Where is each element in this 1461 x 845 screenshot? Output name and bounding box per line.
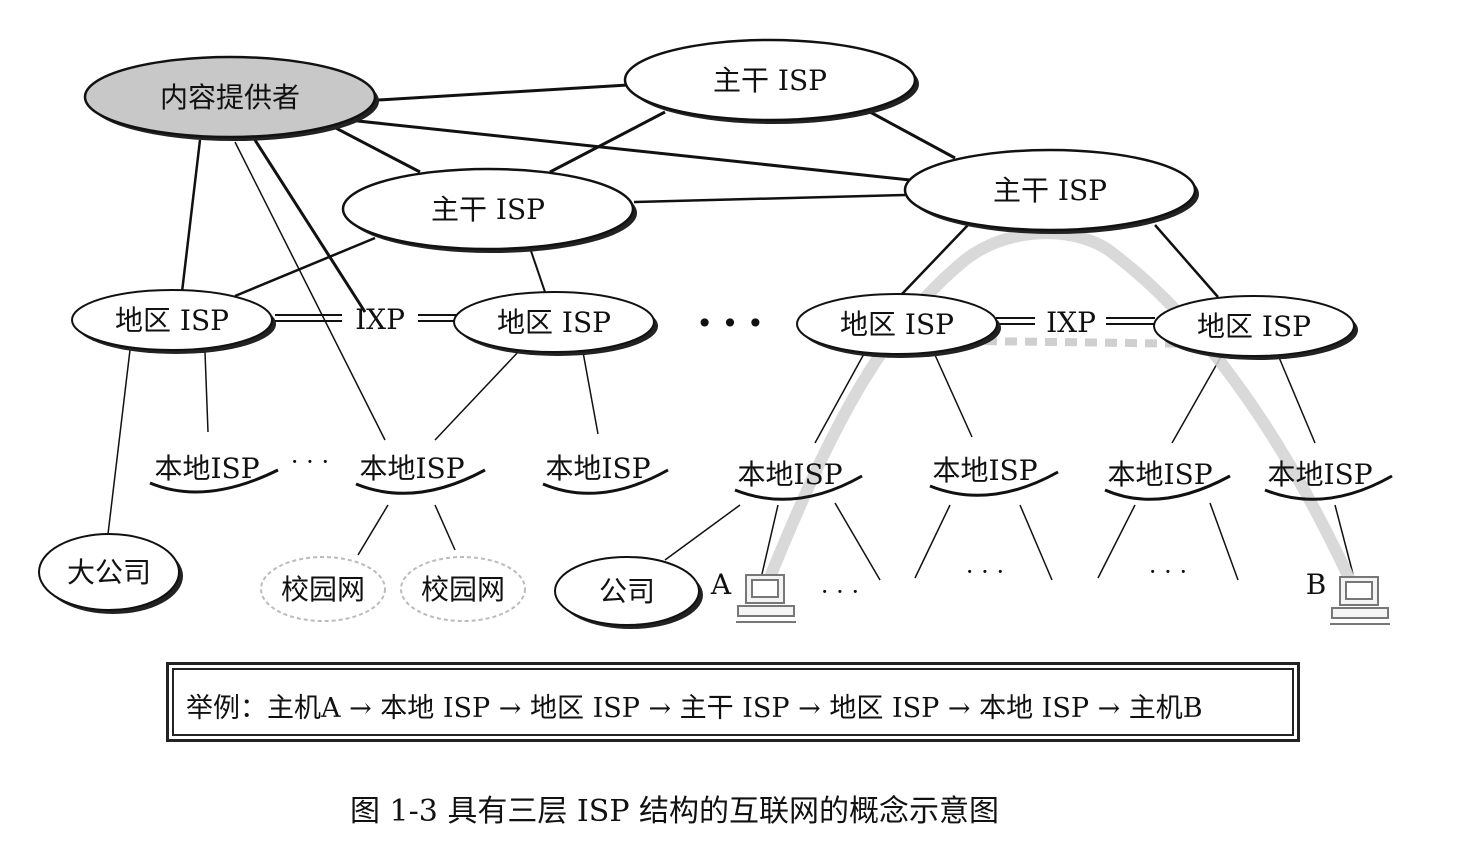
content-provider-node — [83, 55, 377, 139]
link-backbone2-regional2 — [529, 247, 546, 293]
content-provider-label: 内容提供者 — [160, 81, 300, 114]
link-cp-local2 — [234, 141, 386, 441]
backbone-isp-label-2: 主干 ISP — [431, 193, 545, 226]
regional-isp-label-4: 地区 ISP — [1197, 310, 1311, 343]
regional-ellipsis: • • • — [696, 307, 763, 340]
link-regional1-local1 — [204, 351, 209, 433]
backbone-isp-label-1: 主干 ISP — [713, 64, 827, 97]
link-cp-backbone2 — [329, 123, 421, 174]
link-regional4-local6 — [1171, 354, 1223, 444]
host-ellipsis: · · · — [821, 578, 859, 606]
company-node — [554, 556, 700, 626]
link-regional2-local2 — [434, 349, 521, 441]
host-a-label: A — [710, 568, 732, 601]
link-cp-backbone1 — [377, 83, 629, 102]
local-isp-arc-4 — [734, 474, 863, 501]
company-label: 公司 — [599, 575, 655, 608]
local-isp-label-3: 本地ISP — [545, 452, 650, 485]
local-isp-label-6: 本地ISP — [1107, 458, 1212, 491]
campus-net-node-2 — [400, 556, 526, 622]
link-backbone2-regional1 — [234, 236, 376, 298]
regional-isp-node-1 — [71, 289, 273, 351]
link-regional4-local7 — [1277, 354, 1316, 444]
regional-isp-node-2 — [453, 291, 655, 353]
computer-icon-host-b — [1330, 576, 1390, 625]
local-isp-arc-7 — [1264, 474, 1393, 501]
link-cp-ixp1 — [253, 139, 367, 313]
example-route-text: 举例：主机A → 本地 ISP → 地区 ISP → 主干 ISP → 地区 I… — [186, 693, 1203, 724]
local-isp-arc-1 — [149, 468, 279, 494]
link-regional1-bigcompany — [107, 349, 131, 535]
link-backbone3-regional4 — [1154, 224, 1219, 298]
link-backbone3-regional3 — [901, 224, 969, 295]
ixp-label-2: IXP — [1046, 306, 1096, 339]
leaf-ellipsis-1: · · · — [966, 558, 1004, 586]
local-isp-arc-2 — [355, 468, 486, 495]
link-backbone1-backbone3 — [869, 110, 956, 160]
link-regional2-local3 — [582, 351, 599, 435]
computer-icon-host-a — [736, 574, 796, 623]
big-company-node — [38, 533, 180, 611]
campus-net-node-1 — [260, 556, 386, 622]
local-isp-label-1: 本地ISP — [154, 452, 259, 485]
regional-isp-node-3 — [796, 293, 998, 355]
backbone-isp-node-2 — [341, 167, 635, 251]
campus-net-label-2: 校园网 — [421, 573, 505, 606]
figure-caption: 图 1-3 具有三层 ISP 结构的互联网的概念示意图 — [350, 794, 1000, 829]
local-isp-arc-5 — [929, 470, 1059, 497]
regional-isp-label-1: 地区 ISP — [115, 304, 229, 337]
leaf-ellipsis-2: · · · — [1149, 558, 1187, 586]
backbone-isp-node-3 — [903, 148, 1197, 232]
backbone-isp-node-1 — [623, 38, 917, 122]
link-regional3-local4 — [814, 351, 866, 444]
link-backbone2-backbone3 — [633, 193, 906, 204]
link-regional3-local5 — [934, 354, 973, 438]
path-highlight — [762, 227, 1356, 588]
local-ellipsis: · · · — [291, 448, 329, 476]
local-isp-label-7: 本地ISP — [1267, 458, 1372, 491]
backbone-isp-label-3: 主干 ISP — [993, 174, 1107, 207]
link-backbone1-backbone2 — [549, 110, 666, 174]
links — [107, 83, 1354, 581]
link-cp-regional1 — [180, 139, 202, 293]
regional-isp-label-2: 地区 ISP — [497, 306, 611, 339]
local-isp-label-4: 本地ISP — [737, 458, 842, 491]
regional-isp-label-3: 地区 ISP — [840, 308, 954, 341]
regional-isp-node-4 — [1153, 295, 1355, 357]
local-isp-arc-3 — [542, 468, 669, 495]
host-b-label: B — [1306, 568, 1327, 601]
example-box — [166, 662, 1300, 742]
ixp-label-1: IXP — [355, 303, 405, 336]
nodes: 内容提供者 主干 ISP 主干 ISP 主干 ISP 地区 ISP 地区 ISP… — [38, 38, 1393, 629]
local-isp-label-5: 本地ISP — [932, 454, 1037, 487]
campus-net-label-1: 校园网 — [281, 573, 365, 606]
local-isp-arc-6 — [1104, 474, 1231, 501]
big-company-label: 大公司 — [67, 556, 151, 589]
link-cp-backbone3 — [329, 116, 911, 182]
local-isp-label-2: 本地ISP — [359, 452, 464, 485]
